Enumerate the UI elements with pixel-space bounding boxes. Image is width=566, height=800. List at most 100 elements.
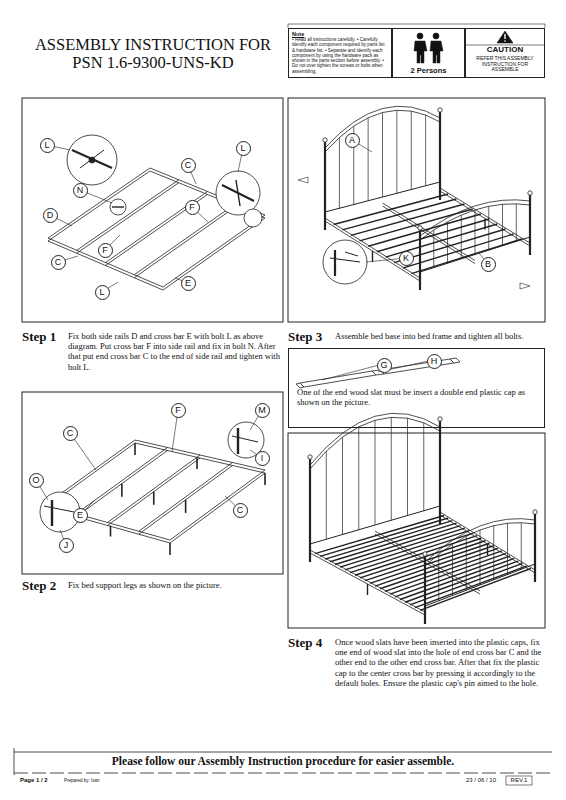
line-stroke <box>488 206 489 250</box>
callout-letter: O <box>30 474 43 487</box>
line-stroke <box>423 423 424 511</box>
line-stroke <box>139 466 233 535</box>
line-stroke <box>334 250 336 276</box>
outline-path <box>414 41 427 63</box>
line-stroke <box>396 110 397 193</box>
callout-number: M <box>255 403 270 418</box>
callout-number: L <box>236 141 251 156</box>
rev-box <box>506 776 532 785</box>
detail-circle <box>438 108 442 112</box>
callout-number: C <box>63 426 78 441</box>
line-stroke <box>77 180 179 251</box>
line-stroke <box>106 195 208 266</box>
line-stroke <box>411 111 412 189</box>
callout-number: G <box>377 358 392 373</box>
line-stroke <box>330 258 360 262</box>
line-stroke <box>326 451 327 539</box>
callout-letter: E <box>74 509 87 522</box>
line-stroke <box>507 523 508 574</box>
step-text: Fix bed support legs as shown on the pic… <box>68 580 282 590</box>
callout-letter: K <box>400 252 413 265</box>
detail-circle <box>216 171 260 215</box>
callout-number: L <box>95 285 110 300</box>
line-stroke <box>358 427 359 530</box>
line-stroke <box>439 112 441 200</box>
line-stroke <box>185 500 187 513</box>
line-stroke <box>438 554 439 601</box>
date: 23 / 06 / 10 <box>466 777 506 783</box>
line-stroke <box>264 473 266 485</box>
callout-letter: M <box>256 404 269 417</box>
line-stroke <box>236 180 240 206</box>
callout-letter: F <box>172 404 185 417</box>
outline-path <box>497 31 513 43</box>
panel-frame <box>22 98 283 322</box>
callout-letter: C <box>52 256 65 269</box>
note-text: One of the end wood slat must be insert … <box>297 387 536 407</box>
outline-path <box>430 41 443 63</box>
step-heading: Step 1 <box>22 329 72 345</box>
line-stroke <box>14 752 552 753</box>
detail-circle <box>67 135 117 185</box>
step-heading: Step 3 <box>288 329 338 345</box>
callout-number: I <box>255 451 270 466</box>
line-stroke <box>452 544 453 595</box>
line-stroke <box>345 252 358 256</box>
line-stroke <box>121 484 123 497</box>
caution-heading: CAUTION <box>466 45 544 54</box>
line-stroke <box>367 584 368 595</box>
title: ASSEMBLY INSTRUCTION FOR PSN 1.6-9300-UN… <box>20 36 286 73</box>
note-heading: Note <box>292 31 388 37</box>
callout-number: F <box>171 403 186 418</box>
footer-rule <box>14 773 552 774</box>
line-stroke <box>391 417 392 520</box>
callout-letter: G <box>378 359 391 372</box>
line-stroke <box>433 230 434 268</box>
callout-number: C <box>233 503 248 518</box>
line-stroke <box>516 204 517 242</box>
callout-letter: L <box>237 142 250 155</box>
callout-number: J <box>59 538 74 553</box>
callout-number: F <box>98 243 113 258</box>
callout-number: C <box>181 158 196 173</box>
callout-letter: I <box>256 452 269 465</box>
line-stroke <box>153 492 155 505</box>
callout-letter: C <box>64 427 77 440</box>
callout-letter: A <box>346 134 359 147</box>
caution-box: CAUTIONREFER THIS ASSEMBLY INSTRUCTION F… <box>465 28 545 78</box>
line-stroke <box>425 115 426 186</box>
callout-letter: J <box>60 539 73 552</box>
line-stroke <box>521 523 522 570</box>
line-stroke <box>134 206 236 278</box>
line-stroke <box>110 526 112 537</box>
callout-number: K <box>399 251 414 266</box>
line-stroke <box>232 436 258 442</box>
leader-line <box>322 364 383 380</box>
line-stroke <box>440 512 535 570</box>
callout-letter: C <box>182 159 195 172</box>
callout-number: B <box>481 257 496 272</box>
footer-note: Please follow our Assembly Instruction p… <box>20 755 546 767</box>
line-stroke <box>405 561 518 602</box>
detail-circle <box>244 209 262 227</box>
line-stroke <box>390 553 506 594</box>
line-stroke <box>106 192 208 263</box>
line-stroke <box>112 206 124 207</box>
callout-letter: F <box>99 244 112 257</box>
detail-circle <box>417 33 423 39</box>
detail-circle <box>418 226 422 230</box>
line-stroke <box>72 150 112 168</box>
line-stroke <box>334 194 449 224</box>
step-text: Once wood slats have been inserted into … <box>335 637 545 688</box>
line-stroke <box>480 530 481 585</box>
line-stroke <box>529 195 531 255</box>
outline-path <box>450 358 460 363</box>
line-stroke <box>44 506 74 512</box>
line-stroke <box>309 459 311 562</box>
callout-number: A <box>345 133 360 148</box>
line-stroke <box>76 448 167 514</box>
line-stroke <box>339 138 340 209</box>
revision: REV.1 <box>507 777 531 783</box>
line-stroke <box>466 536 467 590</box>
persons-box: 2 Persons <box>392 28 465 78</box>
